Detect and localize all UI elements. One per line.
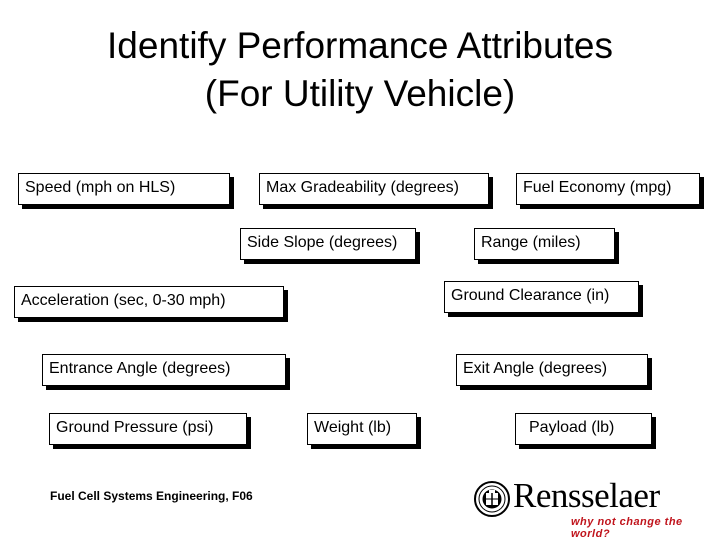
title-line-1: Identify Performance Attributes: [107, 25, 613, 66]
attribute-side-slope: Side Slope (degrees): [240, 228, 416, 260]
slide-title: Identify Performance Attributes (For Uti…: [0, 22, 720, 118]
attribute-ground-pressure: Ground Pressure (psi): [49, 413, 247, 445]
rensselaer-seal-icon: [474, 481, 510, 517]
attribute-exit-angle: Exit Angle (degrees): [456, 354, 648, 386]
rensselaer-wordmark: Rensselaer: [513, 476, 660, 515]
attribute-payload: Payload (lb): [515, 413, 652, 445]
attribute-entrance-angle: Entrance Angle (degrees): [42, 354, 286, 386]
attribute-max-gradeability: Max Gradeability (degrees): [259, 173, 489, 205]
attribute-speed: Speed (mph on HLS): [18, 173, 230, 205]
rensselaer-tagline: why not change the world?: [571, 516, 683, 540]
rensselaer-logo: Rensselaer why not change the world?: [473, 476, 713, 540]
attribute-ground-clearance: Ground Clearance (in): [444, 281, 639, 313]
attribute-acceleration: Acceleration (sec, 0-30 mph): [14, 286, 284, 318]
footer-course: Fuel Cell Systems Engineering, F06: [50, 489, 253, 503]
attribute-weight: Weight (lb): [307, 413, 417, 445]
attribute-fuel-economy: Fuel Economy (mpg): [516, 173, 700, 205]
title-line-2: (For Utility Vehicle): [204, 73, 516, 114]
attribute-range: Range (miles): [474, 228, 615, 260]
